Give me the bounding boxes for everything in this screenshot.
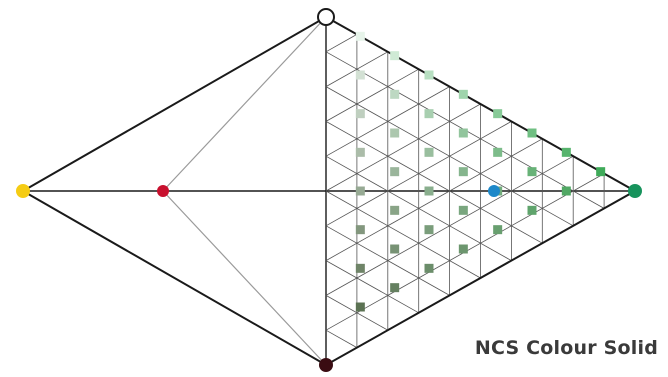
grid-diagonal-up-line xyxy=(325,51,388,87)
colour-swatch xyxy=(355,225,365,235)
colour-swatch xyxy=(527,128,537,138)
colour-swatch xyxy=(424,225,434,235)
colour-swatch xyxy=(424,263,434,273)
red-point xyxy=(157,185,169,197)
colour-swatch xyxy=(458,244,468,254)
colour-swatch xyxy=(458,167,468,177)
colour-swatch xyxy=(355,186,365,196)
colour-swatch xyxy=(424,70,434,80)
white-red-line xyxy=(162,16,327,192)
colour-swatch xyxy=(355,70,365,80)
grid-diagonal-down-line xyxy=(325,225,450,296)
grid-diagonal-down-line xyxy=(325,329,358,348)
colour-swatch xyxy=(561,186,571,196)
colour-swatch xyxy=(596,167,606,177)
grid-diagonal-up-line xyxy=(325,138,543,261)
black-red-line xyxy=(162,190,327,366)
colour-swatch xyxy=(390,283,400,293)
elementary-colour-points xyxy=(16,8,642,372)
colour-swatch xyxy=(527,205,537,215)
grid-diagonal-up-line xyxy=(325,86,450,157)
colour-swatch xyxy=(355,109,365,119)
colour-swatch xyxy=(493,225,503,235)
colour-swatch xyxy=(458,128,468,138)
colour-swatch xyxy=(527,167,537,177)
colour-swatch xyxy=(390,51,400,61)
colour-swatch xyxy=(493,147,503,157)
black-point xyxy=(319,358,333,372)
colour-swatch xyxy=(355,263,365,273)
grid-diagonal-down-line xyxy=(325,295,388,331)
grid-diagonal-down-line xyxy=(325,260,419,314)
colour-swatch xyxy=(458,89,468,99)
colour-swatch xyxy=(561,147,571,157)
grid-diagonal-up-line xyxy=(325,103,481,192)
white-point xyxy=(317,8,335,26)
grid-diagonal-down-line xyxy=(325,190,481,279)
grid-diagonal-up-line xyxy=(325,68,419,122)
green-point xyxy=(628,184,642,198)
diagram-caption: NCS Colour Solid xyxy=(474,337,658,359)
colour-swatch xyxy=(355,147,365,157)
yellow-point xyxy=(16,184,30,198)
colour-swatch xyxy=(493,109,503,119)
colour-swatch xyxy=(355,31,365,41)
colour-swatch xyxy=(390,205,400,215)
hue-plane-lines xyxy=(23,16,635,366)
colour-swatch xyxy=(424,147,434,157)
colour-swatch xyxy=(390,89,400,99)
blue-point xyxy=(488,185,500,197)
colour-swatch xyxy=(355,302,365,312)
colour-swatch xyxy=(424,109,434,119)
colour-swatch xyxy=(458,205,468,215)
grid-diagonal-down-line xyxy=(325,121,543,244)
colour-swatch xyxy=(390,167,400,177)
colour-swatch xyxy=(390,244,400,254)
colour-swatch xyxy=(390,128,400,138)
grid-diagonal-up-line xyxy=(325,34,358,53)
colour-swatches xyxy=(355,31,606,312)
colour-swatch xyxy=(424,186,434,196)
